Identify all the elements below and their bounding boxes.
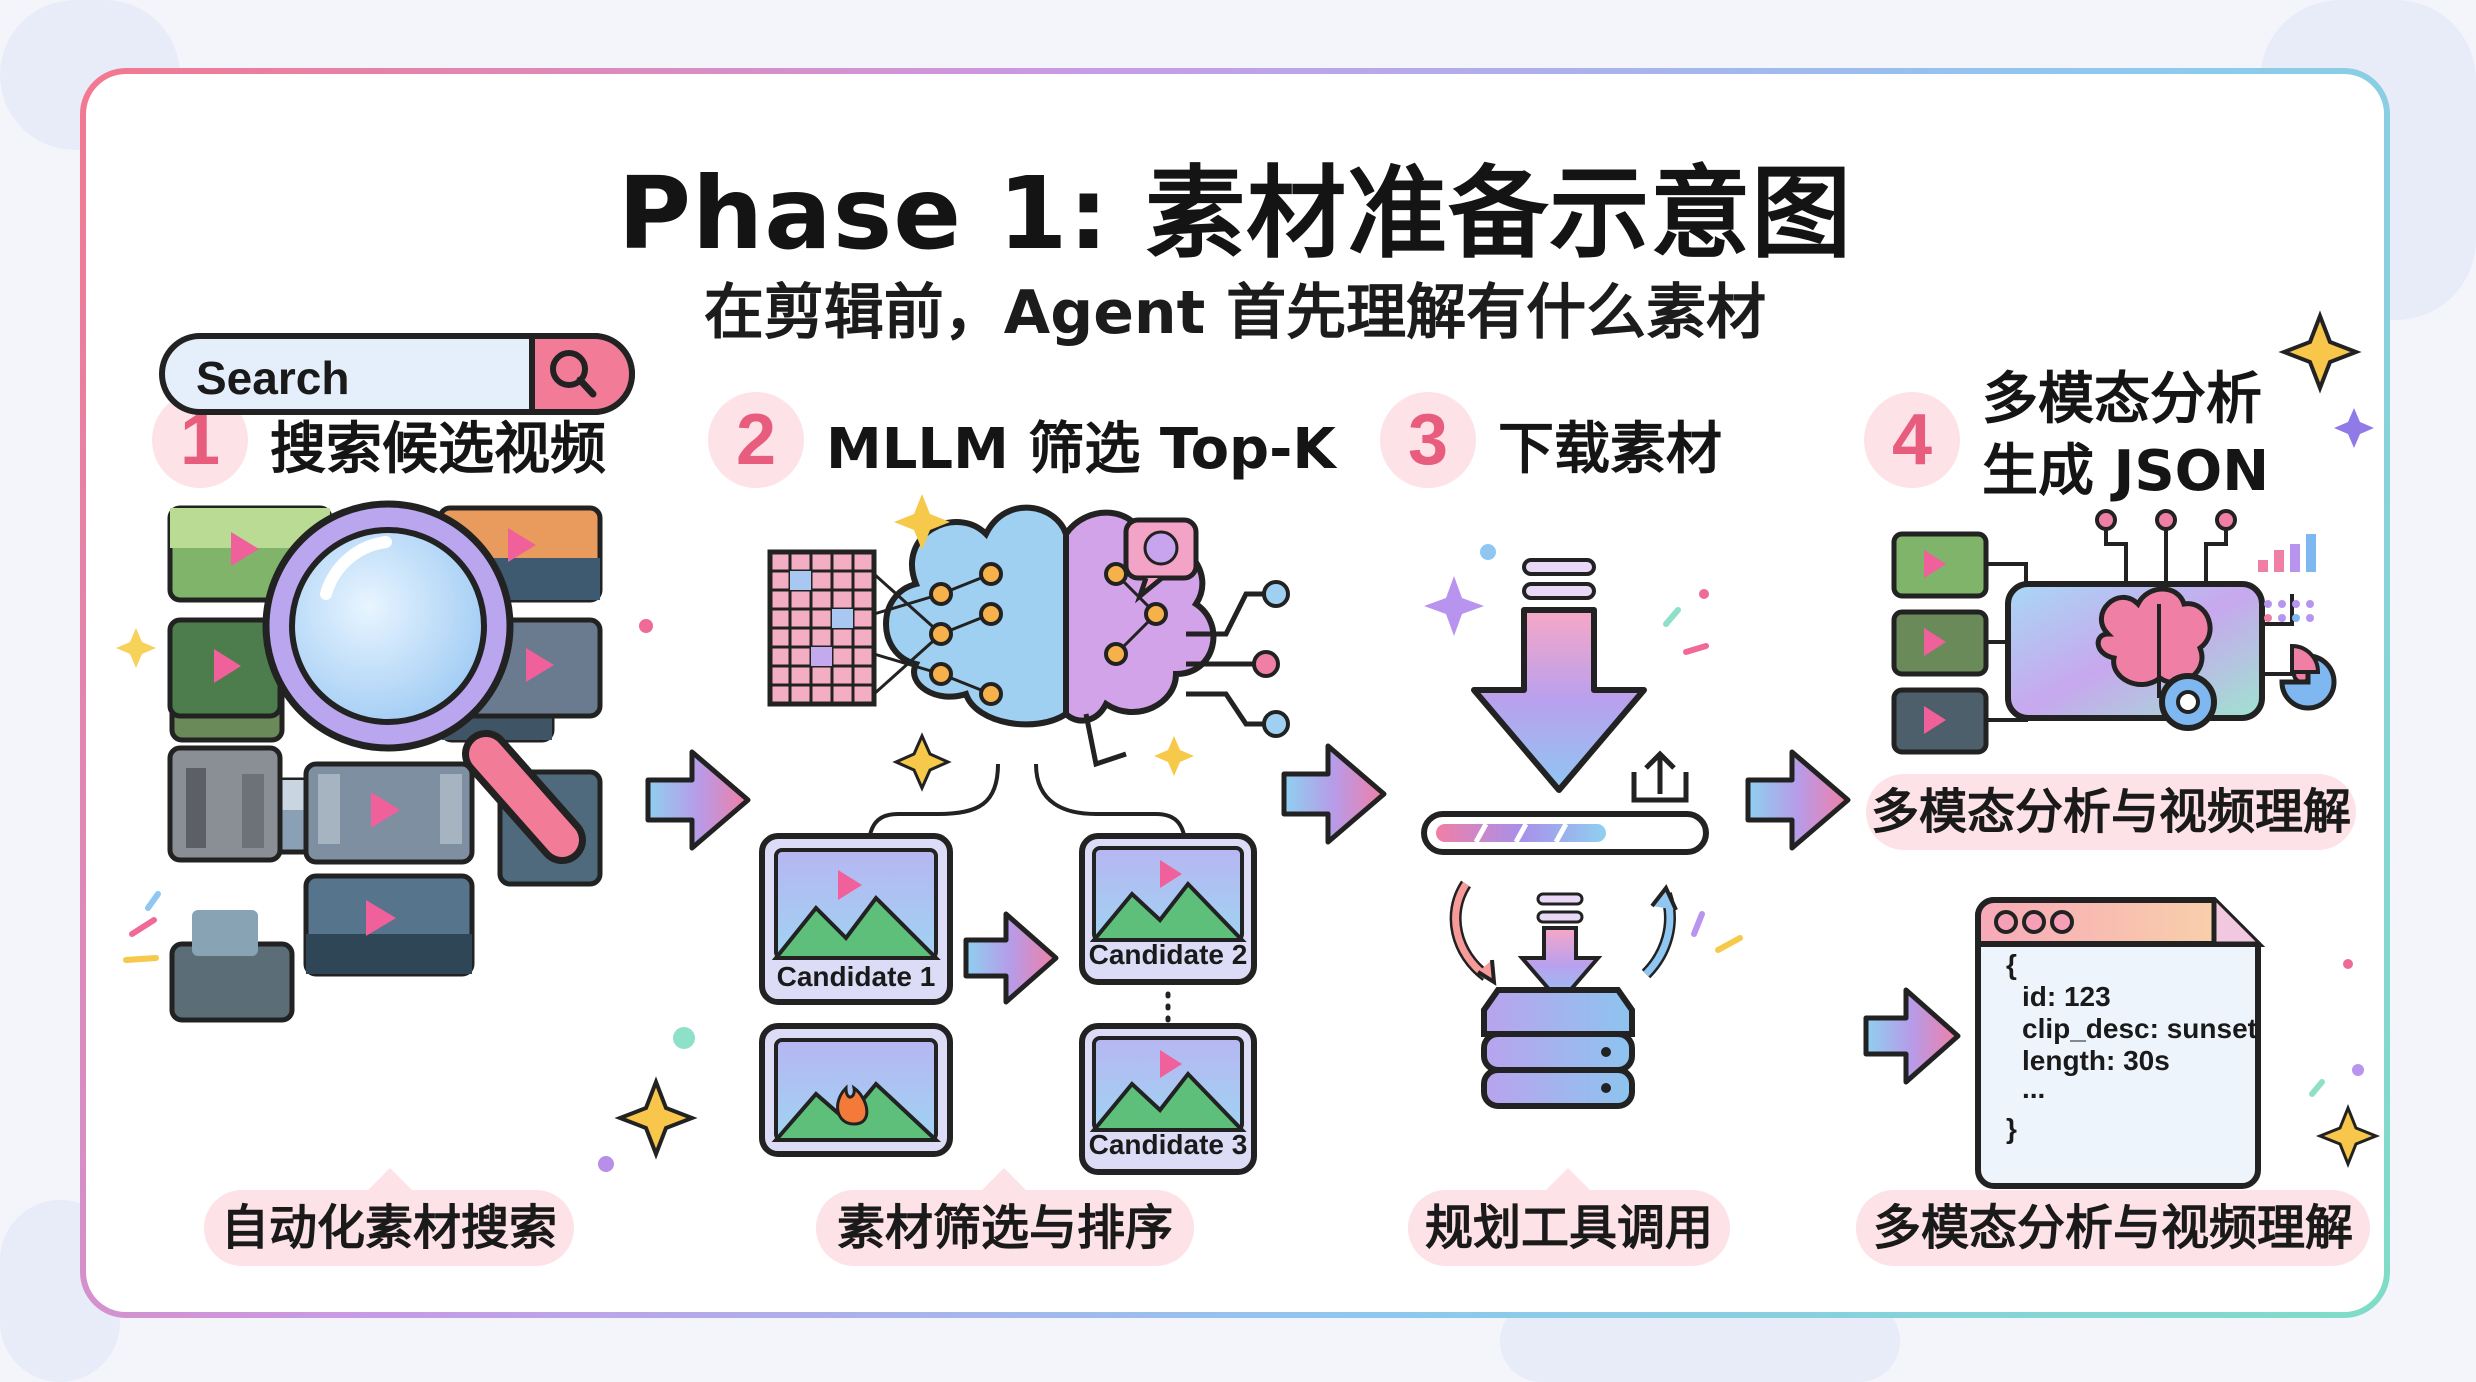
step-4-title-line2: 生成 JSON xyxy=(1982,439,2270,504)
pill-notch xyxy=(1546,1168,1590,1190)
step-3-number: 3 xyxy=(1380,392,1476,488)
step-3-title: 下载素材 xyxy=(1498,417,1722,482)
json-line-1: id: 123 xyxy=(2022,981,2111,1012)
brain-icon xyxy=(2095,586,2213,687)
candidate-label-3: Candidate 3 xyxy=(1089,1129,1248,1160)
caption-step-1: 自动化素材搜索 xyxy=(204,1190,574,1266)
json-document xyxy=(1975,897,2266,1189)
json-open-brace: { xyxy=(2006,949,2017,980)
bar-chart-icon xyxy=(2258,534,2316,572)
json-line-3: length: 30s xyxy=(2022,1045,2170,1076)
pill-notch xyxy=(982,1168,1026,1190)
pill-notch xyxy=(368,1168,412,1190)
page-subtitle: 在剪辑前，Agent 首先理解有什么素材 xyxy=(703,278,1767,348)
step-1-title: 搜索候选视频 xyxy=(270,417,606,482)
json-close-brace: } xyxy=(2006,1113,2017,1144)
caption-step-2: 素材筛选与排序 xyxy=(816,1190,1194,1266)
candidate-card-1 xyxy=(759,833,953,1005)
sparkle-icon xyxy=(673,1027,695,1049)
candidate-card-3 xyxy=(1079,1023,1257,1175)
search-bar xyxy=(159,333,635,415)
arrow-right-icon xyxy=(645,749,751,851)
fire-icon xyxy=(836,1084,869,1126)
caption-step-3: 规划工具调用 xyxy=(1408,1190,1730,1266)
diagram-frame: Phase 1: 素材准备示意图 在剪辑前，Agent 首先理解有什么素材 1 … xyxy=(80,68,2390,1318)
search-placeholder: Search xyxy=(196,352,349,404)
rejected-card xyxy=(759,1023,953,1157)
diagram-panel: Phase 1: 素材准备示意图 在剪辑前，Agent 首先理解有什么素材 1 … xyxy=(86,74,2384,1312)
sparkle-icon xyxy=(2278,310,2362,394)
arrow-right-icon xyxy=(963,911,1059,1005)
step-4-title-line1: 多模态分析 xyxy=(1982,367,2262,432)
sparkle-icon xyxy=(116,619,698,1172)
json-ellipsis: ... xyxy=(2022,1073,2045,1104)
pie-chart-icon xyxy=(2279,653,2337,711)
sparkle-icon xyxy=(2309,959,2381,1169)
magnifier-icon xyxy=(262,500,586,864)
step-2-number: 2 xyxy=(708,392,804,488)
step-2-title: MLLM 筛选 Top-K xyxy=(826,417,1336,482)
step-4-title: 多模态分析 生成 JSON xyxy=(1982,364,2269,508)
arrow-right-icon xyxy=(1863,987,1961,1085)
brain-network-icon xyxy=(872,494,1290,792)
database-icon xyxy=(1449,880,1743,1109)
step-4-number: 4 xyxy=(1864,392,1960,488)
caption-step-4-top: 多模态分析与视频理解 xyxy=(1866,774,2356,850)
page-title: Phase 1: 素材准备示意图 xyxy=(617,155,1853,272)
progress-bar xyxy=(1421,811,1709,855)
arrow-right-icon xyxy=(1281,743,1387,845)
candidate-label-2: Candidate 2 xyxy=(1089,939,1248,970)
multimodal-chip-icon xyxy=(1891,310,2374,755)
embedding-grid xyxy=(767,549,877,707)
upload-icon xyxy=(1631,750,1689,803)
candidate-label-1: Candidate 1 xyxy=(777,961,936,992)
caption-step-4: 多模态分析与视频理解 xyxy=(1856,1190,2370,1266)
download-icon xyxy=(1424,544,1709,793)
arrow-right-icon xyxy=(1745,749,1851,851)
json-line-2: clip_desc: sunset xyxy=(2022,1013,2257,1044)
diagram-illustration: Search xyxy=(116,310,2381,1189)
search-icon xyxy=(550,350,588,388)
connector-lines xyxy=(866,763,1188,855)
candidate-card-2 xyxy=(1079,833,1257,985)
